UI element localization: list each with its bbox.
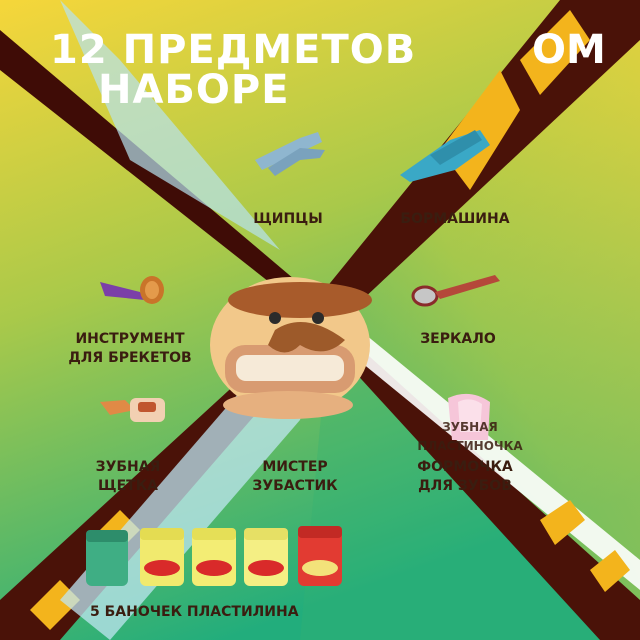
label-mirror: ЗЕРКАЛО: [420, 331, 496, 347]
title-line-1: 12 ПРЕДМЕТОВ: [50, 27, 417, 73]
label-braces-tool: ИНСТРУМЕНТ ДЛЯ БРЕКЕТОВ: [68, 331, 192, 366]
label-jars: 5 БАНОЧЕК ПЛАСТИЛИНА: [90, 604, 299, 620]
mister-toothy-figure: [210, 277, 372, 419]
title-line-2: НАБОРЕ: [98, 67, 290, 113]
band-gold-6: [590, 550, 630, 592]
label-tooth-mold: ФОРМОЧКА ДЛЯ ЗУБОВ: [417, 459, 513, 494]
title-tail: ОМ: [532, 27, 606, 73]
band-light-left: [60, 0, 280, 250]
label-mister-toothy: МИСТЕР ЗУБАСТИК: [252, 459, 338, 494]
toothbrush-icon: [100, 398, 165, 422]
drill-icon: [400, 130, 490, 182]
jar-yellow-2: [192, 528, 236, 586]
band-gold-5: [540, 500, 585, 545]
tooth-mold-icon: [448, 393, 490, 440]
label-drill: БОРМАШИНА: [400, 211, 510, 227]
jar-red: [298, 526, 342, 586]
jar-yellow-1: [140, 528, 184, 586]
play-doh-jars: [86, 526, 342, 586]
label-toothbrush: ЗУБНАЯ ЩЕТКА: [95, 459, 161, 494]
band-gold-2: [520, 10, 590, 95]
title: 12 ПРЕДМЕТОВ НАБОРЕ: [50, 30, 416, 110]
label-tongs: ЩИПЦЫ: [253, 211, 323, 227]
jar-green: [86, 530, 128, 586]
tongs-icon: [255, 132, 325, 176]
label-dental-plate: ЗУБНАЯ ПЛАСТИНОЧКА: [417, 420, 523, 453]
mirror-icon: [411, 275, 500, 307]
band-bottom-right: [330, 330, 640, 640]
braces-tool-icon: [100, 276, 164, 304]
jar-yellow-3: [244, 528, 288, 586]
